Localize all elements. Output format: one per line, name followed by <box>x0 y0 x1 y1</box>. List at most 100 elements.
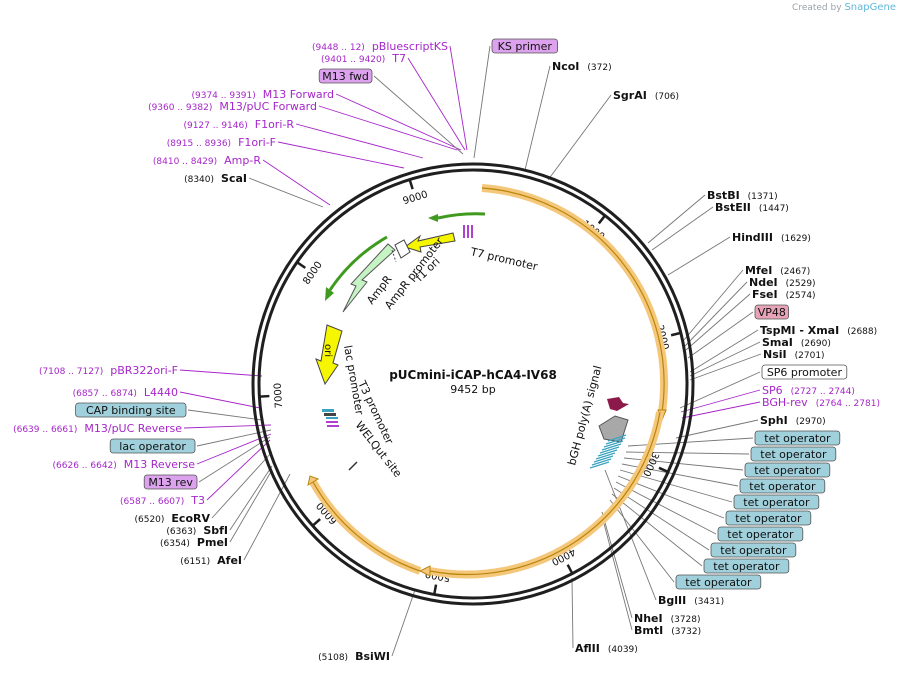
site-label-24: tet operator <box>720 544 787 557</box>
orf-arc-left-stroke <box>312 481 421 572</box>
site-m13-puc-reverse-40: (6639 .. 6661)M13/pUC Reverse <box>13 422 182 435</box>
site-label-38: (6626 .. 6642)M13 Reverse <box>53 458 196 471</box>
leader-44 <box>248 177 324 208</box>
tick-mark-2000 <box>670 331 682 337</box>
site-tet-operator-19: tet operator <box>744 462 831 478</box>
box-9 <box>754 304 789 320</box>
site-label-22: tet operator <box>735 512 802 525</box>
box-21 <box>733 494 820 510</box>
leader-35 <box>211 451 273 519</box>
site-tet-operator-23: tet operator <box>717 526 804 542</box>
box-50 <box>318 68 373 84</box>
leader-51 <box>407 57 466 151</box>
leader-6 <box>683 269 744 341</box>
site-label-35: (6520)EcoRV <box>134 512 210 525</box>
leader-37 <box>198 436 271 483</box>
site-label-15: BGH-rev(2764 .. 2781) <box>762 396 880 409</box>
box-41 <box>75 402 187 418</box>
tick-mark-8000 <box>296 261 306 269</box>
leader-3 <box>647 194 706 244</box>
plasmid-size: 9452 bp <box>450 383 495 396</box>
feature-t7-promoter: T7 promoter <box>468 245 539 273</box>
orf-arc-lower-stroke <box>429 411 661 576</box>
site-bsteii-4: BstEII(1447) <box>715 201 789 214</box>
site-bglii-27: BglII(3431) <box>658 594 724 607</box>
lac-cap-marks <box>322 409 339 427</box>
site-vp48-9: VP48 <box>754 304 789 320</box>
leader-5 <box>667 236 731 276</box>
site-label-30: AflII(4039) <box>575 642 638 655</box>
site-smai-11: SmaI(2690) <box>762 336 831 349</box>
site-label-33: (6354)PmeI <box>160 536 228 549</box>
site-label-17: tet operator <box>764 432 831 445</box>
leader-10 <box>689 329 759 373</box>
site-ecorv-35: (6520)EcoRV <box>134 512 210 525</box>
site-scai-44: (8340)ScaI <box>184 172 247 185</box>
orf-arc-main-stroke <box>481 187 665 413</box>
leader-52 <box>449 45 468 151</box>
box-0 <box>491 38 558 54</box>
site-label-21: tet operator <box>743 496 810 509</box>
site-label-27: BglII(3431) <box>658 594 724 607</box>
site-label-10: TspMI - XmaI(2688) <box>760 324 877 337</box>
site-bsiwi-31: (5108)BsiWI <box>318 650 390 663</box>
leader-50 <box>373 75 464 155</box>
site-bmti-29: BmtI(3732) <box>634 624 701 637</box>
site-tet-operator-20: tet operator <box>739 478 826 494</box>
site-tet-operator-17: tet operator <box>754 430 841 446</box>
t7-primer-marks <box>463 225 473 238</box>
site-bstbi-3: BstBI(1371) <box>707 189 778 202</box>
site-label-4: BstEII(1447) <box>715 201 789 214</box>
site-amp-r-45: (8410 .. 8429)Amp-R <box>153 154 261 167</box>
site-label-32: (6151)AfeI <box>180 554 242 567</box>
leader-12 <box>689 353 762 381</box>
leader-49 <box>335 93 462 151</box>
ori-shape <box>315 324 343 386</box>
site-pbluescriptks-52: (9448 .. 12)pBluescriptKS <box>312 40 448 53</box>
box-13 <box>761 364 848 380</box>
tick-mark-6000 <box>311 518 321 527</box>
tick-label-8000: 8000 <box>301 260 325 287</box>
t7-promoter-arrowhead <box>428 214 438 222</box>
site-label-51: (9401 .. 9420)T7 <box>321 52 406 65</box>
site-nhei-28: NheI(3728) <box>634 612 701 625</box>
snapgene-logo: SnapGene <box>844 2 896 13</box>
tet-operator-hatch <box>589 434 627 469</box>
box-37 <box>143 474 198 490</box>
orf-arc-lower-head <box>418 565 431 577</box>
tick-mark-9000 <box>408 179 414 190</box>
f1-ori-shape <box>403 232 456 253</box>
leader-24 <box>613 487 710 551</box>
leader-8 <box>685 293 751 351</box>
site-label-31: (5108)BsiWI <box>318 650 390 663</box>
site-bgh-rev-15: BGH-rev(2764 .. 2781) <box>762 396 880 409</box>
leader-1 <box>524 65 551 171</box>
credit-prefix: Created by <box>792 3 842 13</box>
site-label-19: tet operator <box>754 464 821 477</box>
site-label-42: (6857 .. 6874)L4440 <box>73 386 178 399</box>
leader-16 <box>675 419 759 439</box>
site-sgrai-2: SgrAI(706) <box>613 89 679 102</box>
orf-arcs <box>307 184 669 579</box>
site-ncoi-1: NcoI(372) <box>552 60 612 73</box>
site-pmei-33: (6354)PmeI <box>160 536 228 549</box>
site-label-48: (9360 .. 9382)M13/pUC Forward <box>148 100 317 113</box>
site-label-5: HindIII(1629) <box>732 231 811 244</box>
tick-mark-1000 <box>597 214 606 225</box>
leader-7 <box>684 281 748 347</box>
box-20 <box>739 478 826 494</box>
site-label-2: SgrAI(706) <box>613 89 679 102</box>
site-tet-operator-26: tet operator <box>675 574 762 590</box>
leader-46 <box>277 141 405 169</box>
leader-43 <box>179 369 263 377</box>
site-label-18: tet operator <box>760 448 827 461</box>
tick-label-9000: 9000 <box>402 189 430 207</box>
leader-23 <box>615 481 717 535</box>
site-ks-primer-0: KS primer <box>491 38 558 54</box>
site-label-40: (6639 .. 6661)M13/pUC Reverse <box>13 422 182 435</box>
site-label-13: SP6 promoter <box>767 366 843 379</box>
leader-41 <box>187 409 263 421</box>
site-f1ori-f-46: (8915 .. 8936)F1ori-F <box>167 136 276 149</box>
box-26 <box>675 574 762 590</box>
